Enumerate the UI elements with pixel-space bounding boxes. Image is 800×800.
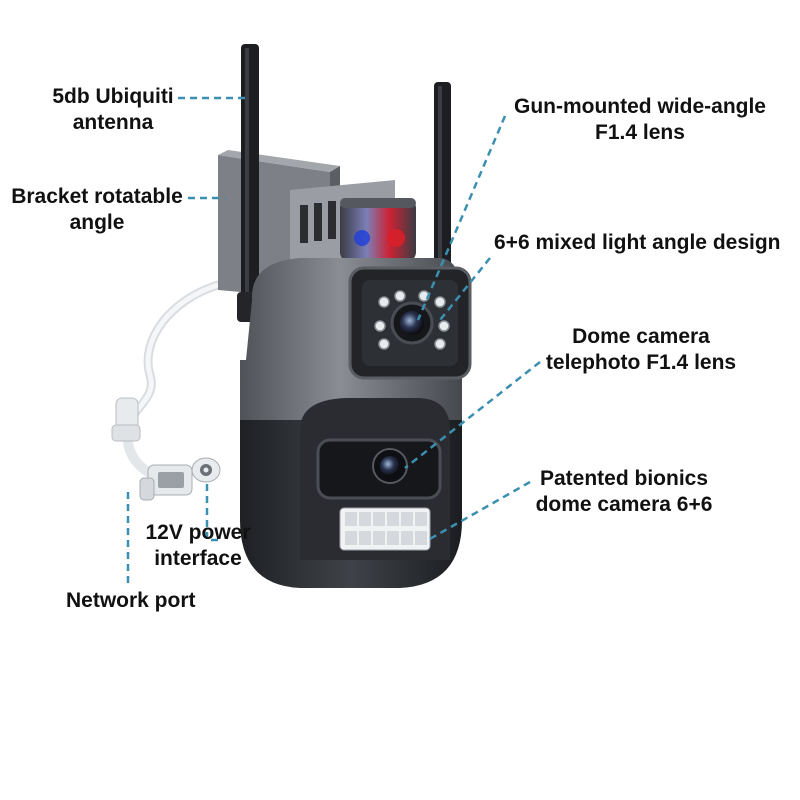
leader-gun-lens	[416, 115, 507, 321]
alarm-beacon	[340, 198, 416, 262]
label-antenna-line2: antenna	[72, 111, 154, 134]
label-dome-lens-line1: Dome camera	[572, 325, 710, 348]
label-network-port: Network port	[66, 589, 196, 612]
label-dome-lens-line2: telephoto F1.4 lens	[545, 351, 737, 374]
label-bionics-line2: dome camera 6+6	[535, 493, 713, 516]
leader-light	[439, 257, 491, 321]
leader-lines	[126, 96, 541, 585]
label-bionics-line1: Patented bionics	[539, 467, 709, 490]
label-gun-lens-line2: F1.4 lens	[595, 121, 685, 144]
label-light-design: 6+6 mixed light angle design	[494, 231, 781, 254]
leader-power	[205, 484, 222, 542]
leader-bionics	[427, 480, 531, 542]
label-power-line2: interface	[154, 547, 242, 570]
label-bracket-line2: angle	[69, 211, 125, 234]
leader-dome-lens	[404, 361, 541, 469]
network-port-connector	[139, 464, 193, 501]
power-cable	[111, 280, 223, 483]
led-array-gun	[374, 290, 450, 350]
gun-camera-housing	[348, 266, 472, 380]
label-antenna-line1: 5db Ubiquiti	[52, 85, 174, 108]
power-connector	[191, 457, 221, 483]
dome-camera	[240, 398, 462, 588]
label-power-line1: 12V power	[145, 521, 251, 544]
label-gun-lens-line1: Gun-mounted wide-angle	[514, 95, 766, 118]
led-array-dome	[339, 507, 431, 551]
label-bracket-line1: Bracket rotatable	[11, 185, 183, 208]
